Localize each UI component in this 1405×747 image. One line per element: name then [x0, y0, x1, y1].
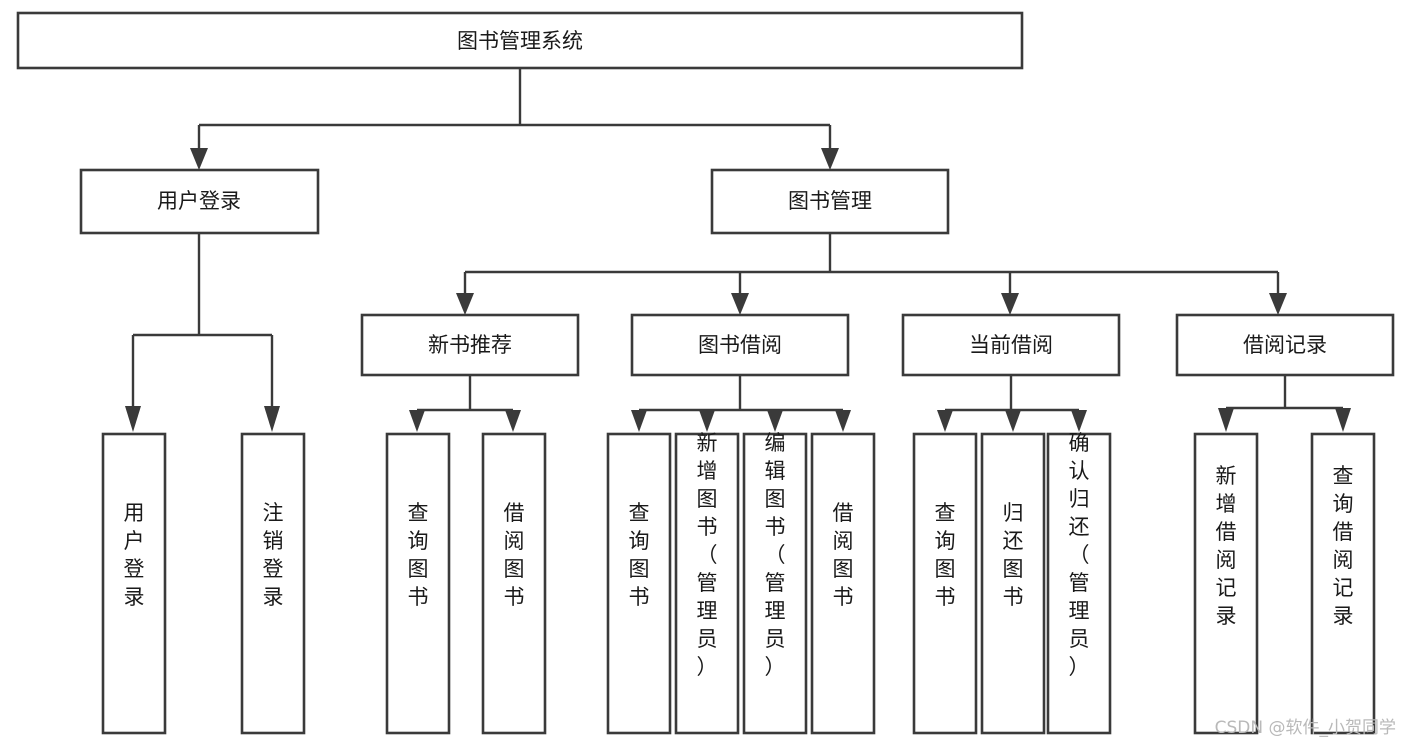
leaf-bb-borrow-book-label: 借阅图书	[833, 501, 854, 609]
leaf-cb-return-book-box[interactable]	[980, 432, 1046, 735]
node-user-login-label: 用户登录	[157, 189, 241, 213]
leaf-br-query-record-label: 查询借阅记录	[1333, 464, 1354, 628]
leaf-nb-query-book[interactable]: 查询图书	[385, 432, 451, 735]
leaf-cb-query-book[interactable]: 查询图书	[912, 432, 978, 735]
arrow-head-cb-leaf3	[1071, 410, 1087, 432]
leaf-user-login-label: 用户登录	[124, 501, 145, 609]
node-borrow-record-box[interactable]	[1175, 313, 1395, 377]
node-current-borrow-label: 当前借阅	[969, 333, 1053, 357]
leaf-cb-confirm-return[interactable]: 确认归还（管理员）	[1046, 431, 1112, 735]
node-book-borrow[interactable]: 图书借阅	[630, 313, 850, 377]
node-book-management-box[interactable]	[710, 168, 950, 235]
arrow-head-book-mgmt	[821, 148, 839, 170]
arrow-head-bb-leaf2	[699, 410, 715, 432]
leaf-bb-borrow-book[interactable]: 借阅图书	[810, 432, 876, 735]
node-book-management-label: 图书管理	[788, 189, 872, 213]
node-root-box[interactable]	[16, 11, 1024, 70]
leaf-bb-query-book-box[interactable]	[606, 432, 672, 735]
leaf-cb-return-book[interactable]: 归还图书	[980, 432, 1046, 735]
csdn-watermark: CSDN @软件_小贺同学	[1215, 718, 1396, 738]
node-new-book-recommend-box[interactable]	[360, 313, 580, 377]
arrow-head-current-borrow	[1001, 293, 1019, 315]
leaf-bb-add-book-label: 新增图书（管理员）	[697, 431, 718, 679]
node-root[interactable]: 图书管理系统	[16, 11, 1024, 70]
leaf-nb-query-book-box[interactable]	[385, 432, 451, 735]
leaf-cb-confirm-return-label: 确认归还（管理员）	[1069, 431, 1090, 679]
node-borrow-record[interactable]: 借阅记录	[1175, 313, 1395, 377]
arrow-head-book-borrow	[731, 293, 749, 315]
arrow-head-bb-leaf1	[631, 410, 647, 432]
leaf-br-add-record[interactable]: 新增借阅记录	[1193, 432, 1259, 735]
arrow-head-cb-leaf1	[937, 410, 953, 432]
leaf-bb-borrow-book-box[interactable]	[810, 432, 876, 735]
leaf-user-login[interactable]: 用户登录	[101, 432, 167, 735]
node-new-book-recommend-label: 新书推荐	[428, 333, 512, 357]
leaf-bb-add-book-box[interactable]	[674, 432, 740, 735]
node-user-login[interactable]: 用户登录	[79, 168, 320, 235]
node-book-borrow-label: 图书借阅	[698, 333, 782, 357]
arrow-head-bb-leaf4	[835, 410, 851, 432]
node-borrow-record-label: 借阅记录	[1243, 333, 1327, 357]
node-book-management[interactable]: 图书管理	[710, 168, 950, 235]
leaf-bb-edit-book-label: 编辑图书（管理员）	[765, 431, 786, 679]
leaf-nb-borrow-book-label: 借阅图书	[504, 501, 525, 609]
leaf-br-add-record-box[interactable]	[1193, 432, 1259, 735]
leaf-br-add-record-label: 新增借阅记录	[1216, 464, 1237, 628]
leaf-cb-query-book-label: 查询图书	[935, 501, 956, 609]
node-root-label: 图书管理系统	[457, 29, 583, 53]
leaf-cb-query-book-box[interactable]	[912, 432, 978, 735]
node-book-borrow-box[interactable]	[630, 313, 850, 377]
leaf-nb-borrow-book[interactable]: 借阅图书	[481, 432, 547, 735]
arrow-head-br-leaf1	[1218, 408, 1234, 432]
arrow-head-user-login	[190, 148, 208, 170]
arrow-head-borrow-record	[1269, 293, 1287, 315]
leaf-nb-query-book-label: 查询图书	[408, 501, 429, 609]
node-user-login-box[interactable]	[79, 168, 320, 235]
node-current-borrow[interactable]: 当前借阅	[901, 313, 1121, 377]
arrow-head-leaf-user-login	[125, 406, 141, 432]
arrow-head-br-leaf2	[1335, 408, 1351, 432]
leaf-logout-label: 注销登录	[263, 501, 284, 609]
node-new-book-recommend[interactable]: 新书推荐	[360, 313, 580, 377]
leaf-nb-borrow-book-box[interactable]	[481, 432, 547, 735]
leaf-bb-query-book-label: 查询图书	[629, 501, 650, 609]
leaf-cb-confirm-return-box[interactable]	[1046, 432, 1112, 735]
arrow-head-new-book	[456, 293, 474, 315]
leaf-bb-edit-book-box[interactable]	[742, 432, 808, 735]
leaf-bb-edit-book[interactable]: 编辑图书（管理员）	[742, 431, 808, 735]
arrow-head-bb-leaf3	[767, 410, 783, 432]
leaf-bb-add-book[interactable]: 新增图书（管理员）	[674, 431, 740, 735]
leaf-logout-box[interactable]	[240, 432, 306, 735]
leaf-br-query-record[interactable]: 查询借阅记录	[1310, 432, 1376, 735]
connector-layer	[125, 68, 1351, 432]
leaf-br-query-record-box[interactable]	[1310, 432, 1376, 735]
arrow-head-cb-leaf2	[1005, 410, 1021, 432]
leaf-user-login-box[interactable]	[101, 432, 167, 735]
leaf-logout[interactable]: 注销登录	[240, 432, 306, 735]
arrow-head-leaf-logout	[264, 406, 280, 432]
arrow-head-nb-leaf1	[409, 410, 425, 432]
leaf-bb-query-book[interactable]: 查询图书	[606, 432, 672, 735]
arrow-head-nb-leaf2	[505, 410, 521, 432]
leaf-cb-return-book-label: 归还图书	[1003, 501, 1024, 609]
node-current-borrow-box[interactable]	[901, 313, 1121, 377]
